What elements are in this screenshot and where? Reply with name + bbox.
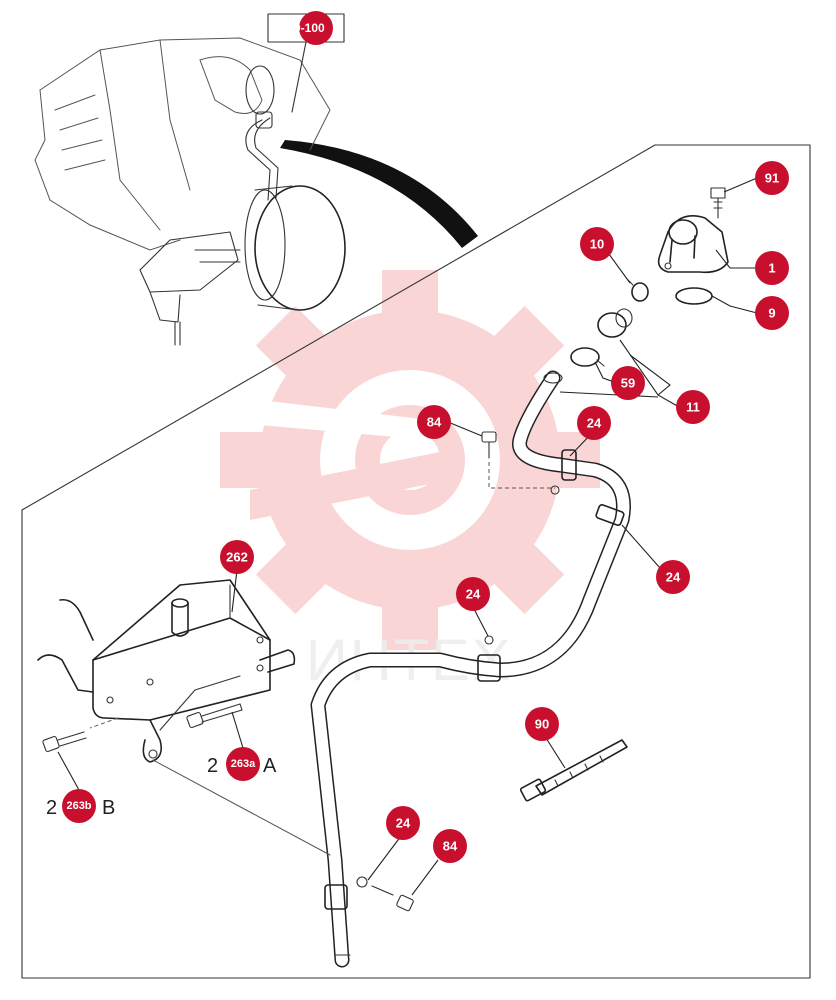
- callout-10[interactable]: 10: [580, 227, 614, 261]
- callout-263a[interactable]: 263a: [226, 747, 260, 781]
- clip-24-c: [477, 635, 501, 682]
- callout-label: 10: [590, 237, 604, 252]
- pointer-arrow: [280, 140, 478, 248]
- bolt-263b: [42, 731, 87, 753]
- bolt-84-lower: [371, 885, 414, 912]
- callout-label: 24: [666, 570, 681, 585]
- watermark: ИНТЕХ: [220, 270, 600, 693]
- callout-label: 24: [466, 587, 481, 602]
- thermostat-housing: [657, 215, 729, 274]
- callout-9[interactable]: 9: [755, 296, 789, 330]
- hose-segment: [597, 308, 633, 338]
- callout-84-lower[interactable]: 84: [433, 829, 467, 863]
- o-ring-9: [675, 287, 713, 305]
- bolt-91: [710, 187, 726, 219]
- callout-label: 59: [621, 376, 635, 391]
- coolant-pipe: [310, 370, 631, 968]
- callout-262[interactable]: 262: [220, 540, 254, 574]
- bolt-263a: [186, 703, 243, 729]
- engine-overview: [34, 13, 346, 346]
- callout-24-a[interactable]: 24: [577, 406, 611, 440]
- callout-label: 1: [768, 261, 775, 276]
- callout-label: 84: [443, 839, 458, 854]
- callout-label: 24: [587, 416, 602, 431]
- callout-24-c[interactable]: 24: [456, 577, 490, 611]
- callout-label: 24: [396, 816, 411, 831]
- callout-label: 84: [427, 415, 442, 430]
- callout-ref-00-100[interactable]: 00-100: [287, 11, 333, 45]
- clamp-59: [570, 347, 605, 367]
- callout-label: 9: [768, 306, 775, 321]
- callout-263b[interactable]: 263b: [62, 789, 96, 823]
- callout-24-b[interactable]: 24: [656, 560, 690, 594]
- callout-ref-label: 00-100: [287, 21, 325, 35]
- callout-24-d[interactable]: 24: [386, 806, 420, 840]
- callout-90[interactable]: 90: [525, 707, 559, 741]
- callout-label: 263a: [231, 758, 256, 770]
- callout-59[interactable]: 59: [611, 366, 645, 400]
- bracket-262: [37, 579, 331, 856]
- clip-24-a: [550, 449, 577, 495]
- bolt-84-upper: [481, 431, 555, 489]
- clip-24-b: [595, 504, 625, 526]
- label-263a-prefix: 2: [207, 755, 218, 777]
- cable-tie-90: [519, 739, 628, 802]
- callout-label: 263b: [66, 800, 91, 812]
- label-263a-suffix: A: [263, 755, 277, 777]
- callout-84-upper[interactable]: 84: [417, 405, 451, 439]
- detail-frame: [21, 144, 811, 979]
- callout-label: 11: [686, 400, 700, 415]
- callout-1[interactable]: 1: [755, 251, 789, 285]
- clip-24-d: [324, 876, 368, 910]
- callout-label: 90: [535, 717, 549, 732]
- label-263b-prefix: 2: [46, 797, 57, 819]
- callout-91[interactable]: 91: [755, 161, 789, 195]
- label-263b-suffix: B: [102, 797, 115, 819]
- callout-11[interactable]: 11: [676, 390, 710, 424]
- clamp-10: [627, 279, 649, 302]
- callout-label: 262: [226, 550, 248, 565]
- callout-label: 91: [765, 171, 779, 186]
